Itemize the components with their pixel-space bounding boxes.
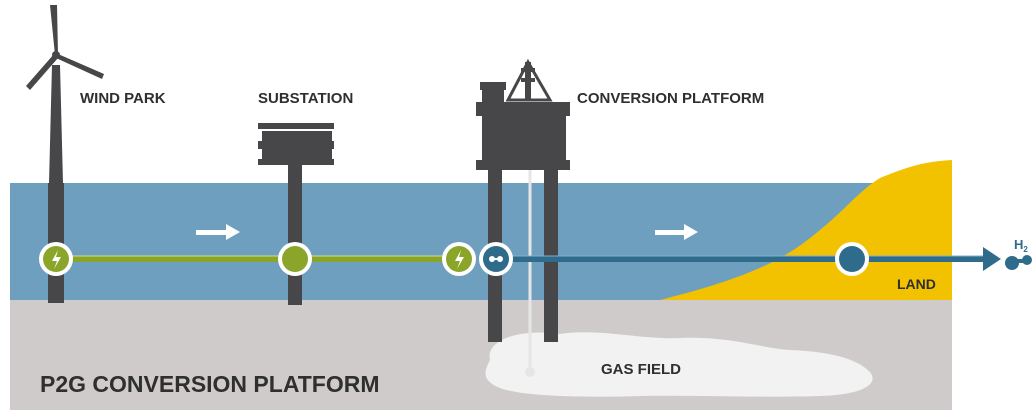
flow-arrow-right: [655, 224, 698, 240]
conversion-node-icon: [479, 242, 513, 276]
land-area: [660, 160, 952, 300]
diagram-title: P2G CONVERSION PLATFORM: [40, 371, 380, 397]
lightning-node-icon: [39, 242, 73, 276]
gas-pipe-end: [525, 367, 535, 377]
pipeline-arrowhead: [983, 247, 1001, 271]
substation-node-icon: [278, 242, 312, 276]
flow-arrow-left: [196, 224, 240, 240]
h2-label: H2: [1014, 237, 1028, 254]
land-node-icon: [835, 242, 869, 276]
conversion-platform-label: CONVERSION PLATFORM: [577, 90, 764, 107]
lightning-node-icon: [442, 242, 476, 276]
land-label: LAND: [897, 276, 936, 292]
hydrogen-molecule-icon: [1005, 255, 1032, 270]
gas-field-label: GAS FIELD: [601, 361, 681, 378]
wind-park-label: WIND PARK: [80, 90, 166, 107]
substation-label: SUBSTATION: [258, 90, 353, 107]
gas-field-shape: [485, 332, 873, 397]
